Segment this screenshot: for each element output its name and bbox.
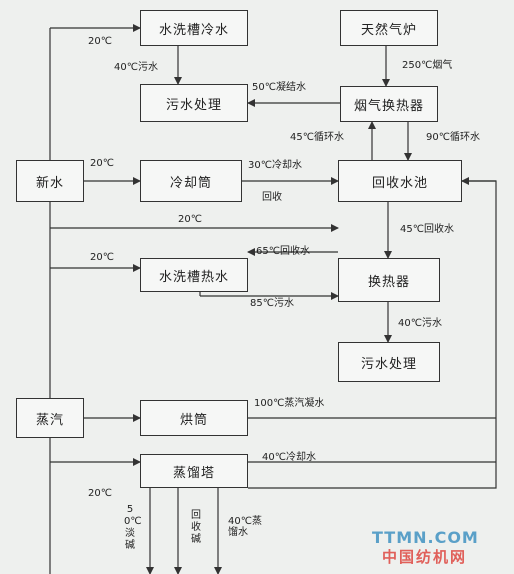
dryer-box: 烘筒 (140, 400, 248, 436)
label-recover: 回收 (262, 192, 282, 203)
fresh-water-box: 新水 (16, 160, 84, 202)
label-40-sewage-2: 40℃污水 (398, 318, 442, 329)
heat-exchanger-box: 换热器 (338, 258, 440, 302)
label-recover-lye: 回收碱 (191, 510, 201, 545)
label-40-sewage: 40℃污水 (114, 62, 158, 73)
label-250-flue: 250℃烟气 (402, 60, 453, 71)
label-45-recovered: 45℃回收水 (400, 224, 454, 235)
steam-box: 蒸汽 (16, 398, 84, 438)
label-50-condensate: 50℃凝结水 (252, 82, 306, 93)
label-20-bottom: 20℃ (88, 488, 112, 499)
label-30-cool: 30℃冷却水 (248, 160, 302, 171)
watermark-site: TTMN.COM (372, 528, 479, 547)
label-20-mid: 20℃ (178, 214, 202, 225)
return-loop (248, 180, 497, 489)
watermark-name: 中国纺机网 (382, 548, 468, 566)
label-65-recovered: 65℃回收水 (256, 246, 310, 257)
label-50-lye: 50℃淡碱 (124, 504, 142, 551)
gas-furnace-box: 天然气炉 (340, 10, 438, 46)
label-20-hot: 20℃ (90, 252, 114, 263)
label-45-circ: 45℃循环水 (290, 132, 344, 143)
sewage-treatment-1-box: 污水处理 (140, 84, 248, 122)
label-20-top: 20℃ (88, 36, 112, 47)
label-20-fresh: 20℃ (90, 158, 114, 169)
recovery-pool-box: 回收水池 (338, 160, 462, 202)
label-40-distill: 40℃蒸馏水 (228, 516, 262, 538)
label-90-circ: 90℃循环水 (426, 132, 480, 143)
label-100-steam-cond: 100℃蒸汽凝水 (254, 398, 325, 409)
flue-heat-exchanger-box: 烟气换热器 (340, 86, 438, 122)
label-40-cool: 40℃冷却水 (262, 452, 316, 463)
wash-cold-box: 水洗槽冷水 (140, 10, 248, 46)
distill-tower-box: 蒸馏塔 (140, 454, 248, 488)
wash-hot-box: 水洗槽热水 (140, 258, 248, 292)
cooling-drum-box: 冷却筒 (140, 160, 242, 202)
sewage-treatment-2-box: 污水处理 (338, 342, 440, 382)
label-85-sewage: 85℃污水 (250, 298, 294, 309)
